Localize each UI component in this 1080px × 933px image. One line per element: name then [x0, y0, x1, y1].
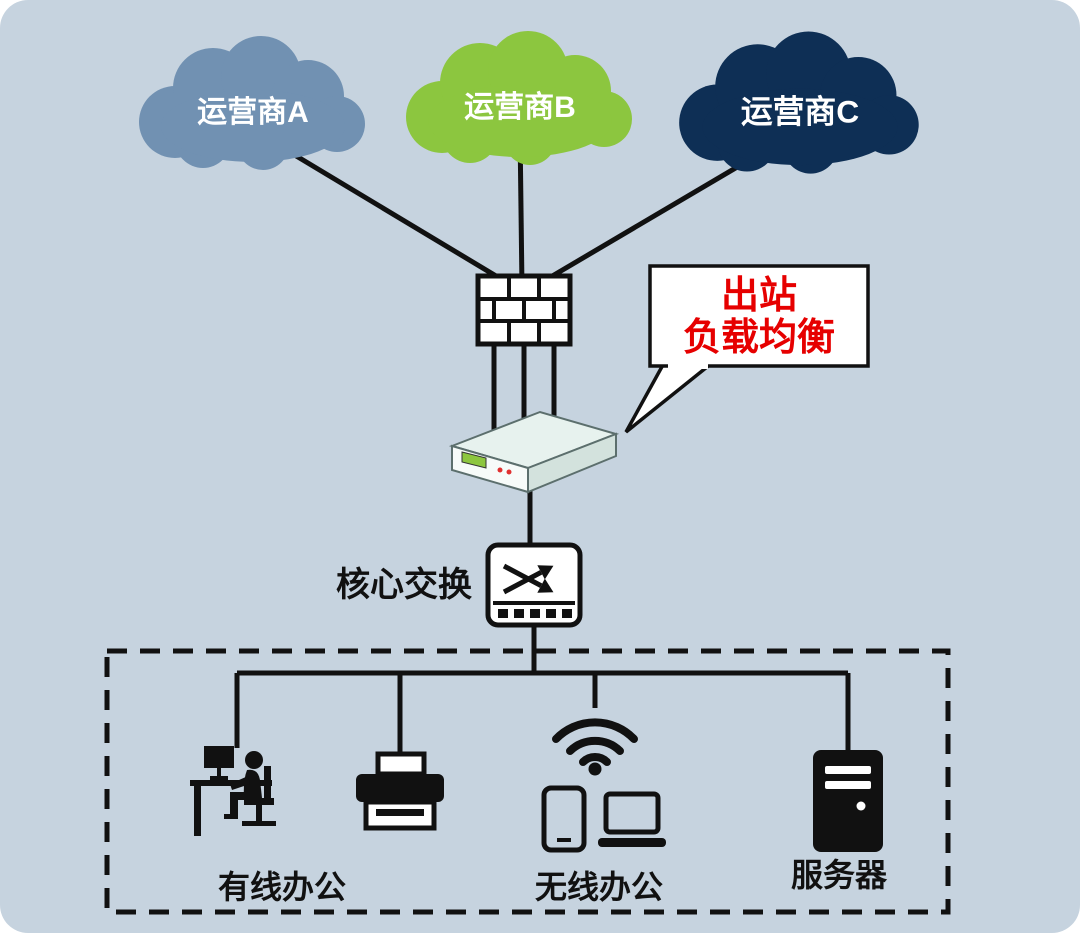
cloud-carrier-b: 运营商B: [406, 31, 632, 165]
cloud-carrier-a: 运营商A: [139, 36, 365, 170]
wifi-icon: [552, 718, 638, 776]
core-switch-label: 核心交换: [336, 565, 472, 604]
cloud-carrier-c-label: 运营商C: [741, 94, 859, 130]
callout-bubble: 出站 负载均衡: [624, 264, 870, 434]
firewall-icon: [475, 273, 573, 347]
printer-icon: [356, 751, 444, 831]
smartphone-icon: [541, 785, 587, 853]
callout-line1: 出站: [721, 275, 797, 317]
cloud-carrier-c: 运营商C: [679, 31, 919, 174]
wireless-office-label: 无线办公: [535, 869, 663, 905]
load-balancer-icon: [448, 410, 620, 494]
wired-office-label: 有线办公: [218, 869, 346, 905]
lb-led: [506, 469, 512, 475]
lan-dashed-boundary: [104, 648, 951, 915]
laptop-icon: [598, 791, 666, 847]
workstation-icon: [190, 746, 276, 836]
lb-display: [461, 451, 487, 469]
cloud-carrier-a-label: 运营商A: [197, 96, 309, 129]
callout-line2: 负载均衡: [683, 317, 835, 359]
server-icon: [813, 750, 883, 852]
cloud-icon: [679, 31, 919, 174]
server-label: 服务器: [791, 857, 888, 893]
cloud-icon: [406, 31, 632, 165]
switch-ports: [498, 609, 572, 618]
core-switch-icon: [485, 542, 583, 628]
lb-led: [497, 467, 503, 473]
cloud-carrier-b-label: 运营商B: [464, 91, 576, 124]
cloud-icon: [139, 36, 365, 170]
connector-lines: [234, 127, 851, 758]
